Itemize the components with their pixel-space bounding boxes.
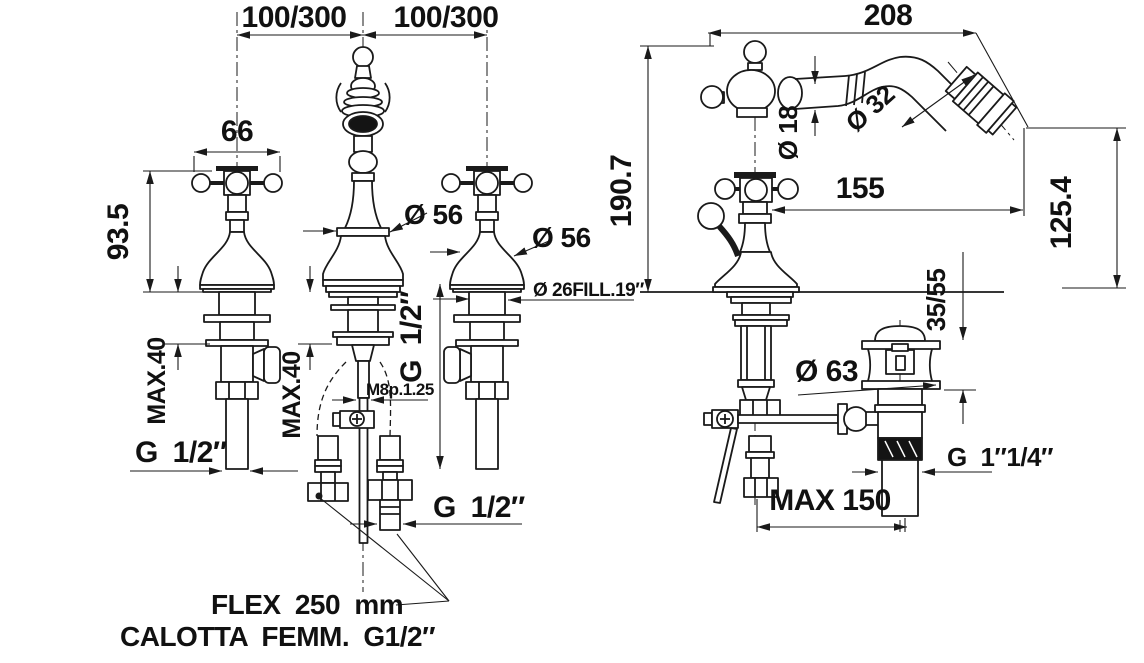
flex-hose-left — [316, 361, 347, 437]
pop-up-rod — [358, 397, 369, 544]
dim-outlet-height: 125.4 — [1045, 176, 1078, 249]
dimension-lines — [130, 29, 1126, 606]
dim-drain-depth: 35/55 — [921, 269, 951, 332]
pull-rod — [713, 427, 738, 504]
aerator — [944, 65, 1018, 136]
flex-connector-right — [367, 435, 413, 531]
dim-handle-width: 66 — [221, 115, 253, 148]
flex-connector-left — [307, 435, 349, 502]
dim-flex-thread: G 1/2″ — [433, 491, 525, 524]
dim-deck-max-left: MAX.40 — [143, 337, 171, 424]
dim-span-left: 100/300 — [242, 1, 347, 34]
note-calotta: CALOTTA FEMM. G1/2″ — [120, 621, 435, 652]
dim-height: 190.7 — [605, 155, 638, 228]
left-valve — [190, 164, 284, 471]
dim-drain-thread: G 1″1/4″ — [947, 442, 1053, 472]
center-spout — [307, 46, 413, 544]
dim-reach: 208 — [864, 0, 913, 32]
dim-span-right: 100/300 — [394, 1, 499, 34]
bidet-mixer-body — [697, 40, 1018, 504]
basin-set-front-view — [190, 46, 534, 544]
dim-handle-height: 93.5 — [102, 204, 135, 260]
dim-valve-base-dia: Ø 56 — [532, 222, 591, 253]
drain-link-rod — [737, 414, 839, 424]
dim-drain-dia: Ø 63 — [795, 355, 858, 388]
dimension-labels: 100/300 100/300 66 93.5 Ø 56 Ø 56 Ø 26FI… — [102, 0, 1078, 652]
pop-up-waste — [861, 325, 941, 517]
dim-spout-base-dia: Ø 56 — [404, 199, 463, 230]
dim-tail-thread-left: G 1/2″ — [135, 436, 227, 469]
dim-shank-thread: Ø 26FILL.19″ — [533, 280, 644, 301]
bidet-mixer-side-view — [640, 40, 1018, 517]
dim-deck-max-center: MAX.40 — [278, 351, 306, 438]
dim-spout-dia: Ø 18 — [773, 106, 803, 160]
flex-hose-right — [379, 361, 392, 437]
pop-up-knob — [697, 202, 725, 230]
note-flex: FLEX 250 mm — [211, 589, 403, 620]
dim-max-spread: MAX 150 — [769, 484, 891, 517]
dim-stud-thread: M8p.1.25 — [366, 380, 434, 399]
spout-mouth — [348, 115, 378, 133]
dim-valve-tail-thread: G 1/2″ — [395, 291, 428, 383]
dim-aerator-dia: Ø 32 — [840, 79, 901, 138]
dim-outlet-proj: 155 — [836, 172, 885, 205]
